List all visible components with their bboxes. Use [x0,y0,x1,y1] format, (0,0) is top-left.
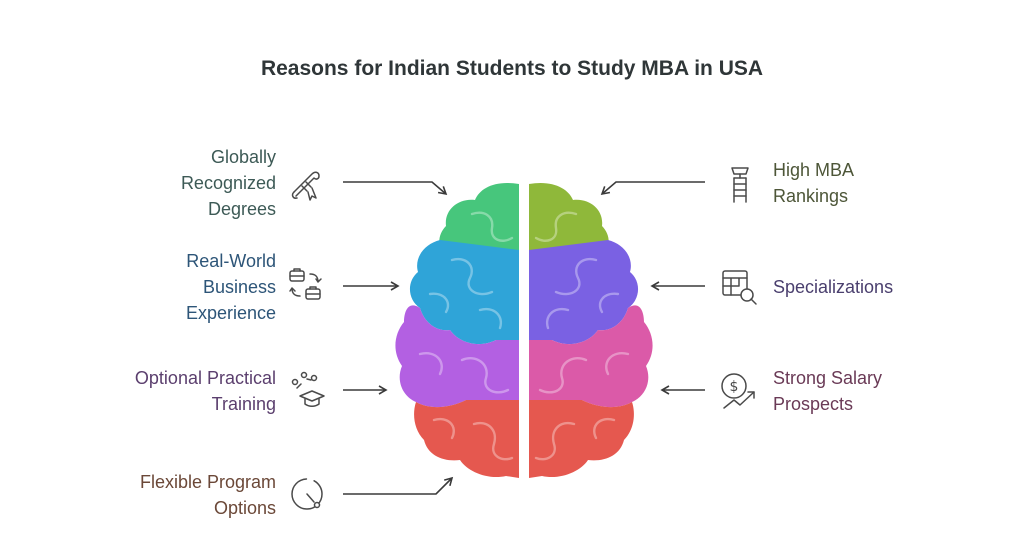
arrow-globally-recognized [343,181,448,196]
arrow-high-mba [600,181,705,196]
arrow-flexible-program [343,476,454,495]
brain-lobe-teal [409,240,519,345]
svg-text:$: $ [730,379,739,395]
graduation-cap-icon [291,371,325,407]
brain-lobe-red [414,400,519,478]
label-flexible-program-options: Flexible Program Options [139,472,276,518]
label-strong-salary-prospects: Strong Salary Prospects [773,368,883,414]
clock-dial-icon [291,478,323,510]
diagram-title: Reasons for Indian Students to Study MBA… [260,57,764,80]
table-search-icon [722,270,757,305]
label-real-world-business-experience: Real-World Business Experience [185,251,276,323]
label-optional-practical-training: Optional Practical Training [134,368,276,414]
brain-right-hemisphere [529,182,653,478]
connector-arrows [343,181,705,495]
brain-lobe-red-right [529,400,634,478]
brain-lobe-pink [529,305,653,408]
label-specializations: Specializations [773,277,894,297]
brain-lobe-violet [529,240,639,345]
brain-left-hemisphere [395,182,519,478]
salary-growth-icon: $ [721,373,755,409]
briefcase-exchange-icon [289,268,322,300]
brain-lobe-olive [529,182,609,258]
ranking-ladder-icon [731,167,749,203]
brain-lobe-purple [395,305,519,408]
label-high-mba-rankings: High MBA Rankings [773,160,855,206]
label-globally-recognized-degrees: Globally Recognized Degrees [180,147,276,219]
diploma-scroll-icon [291,171,320,201]
brain-lobe-green [439,182,519,258]
